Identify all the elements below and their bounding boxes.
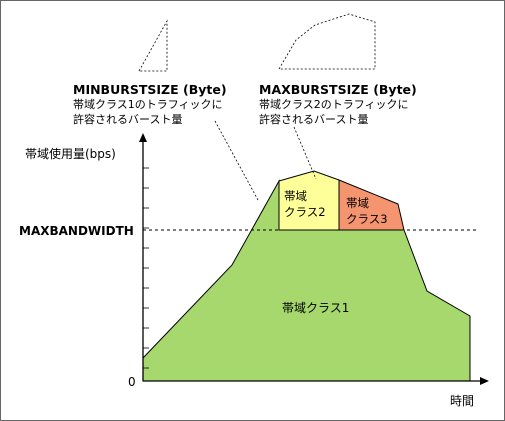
y-axis-arrow-icon [139,133,147,142]
minburst-title: MINBURSTSIZE (Byte) [73,82,227,97]
x-axis-label: 時間 [450,394,474,408]
y-axis-ticks [143,167,149,369]
class1-label: 帯域クラス1 [282,301,349,315]
maxburst-leader [293,126,317,180]
minburst-desc-line2: 許容されるバースト量 [73,112,182,126]
maxburst-shape [278,13,376,70]
maxburst-desc-line1: 帯域クラス2のトラフィックに [259,98,409,111]
minburst-desc-line1: 帯域クラス1のトラフィックに [73,98,223,111]
maxburst-title: MAXBURSTSIZE (Byte) [259,82,417,97]
x-axis-arrow-icon [480,377,489,385]
minburst-shape [138,19,168,72]
y-axis-label: 帯域使用量(bps) [25,146,116,161]
origin-label: 0 [128,375,136,389]
maxbandwidth-label: MAXBANDWIDTH [19,224,134,238]
minburst-leader [214,120,259,201]
class2-label-line2: クラス2 [284,205,326,219]
maxburst-desc-line2: 許容されるバースト量 [259,112,368,126]
class3-label-line1: 帯域 [346,196,369,210]
class2-label-line1: 帯域 [284,189,307,203]
class3-label-line2: クラス3 [346,212,388,226]
